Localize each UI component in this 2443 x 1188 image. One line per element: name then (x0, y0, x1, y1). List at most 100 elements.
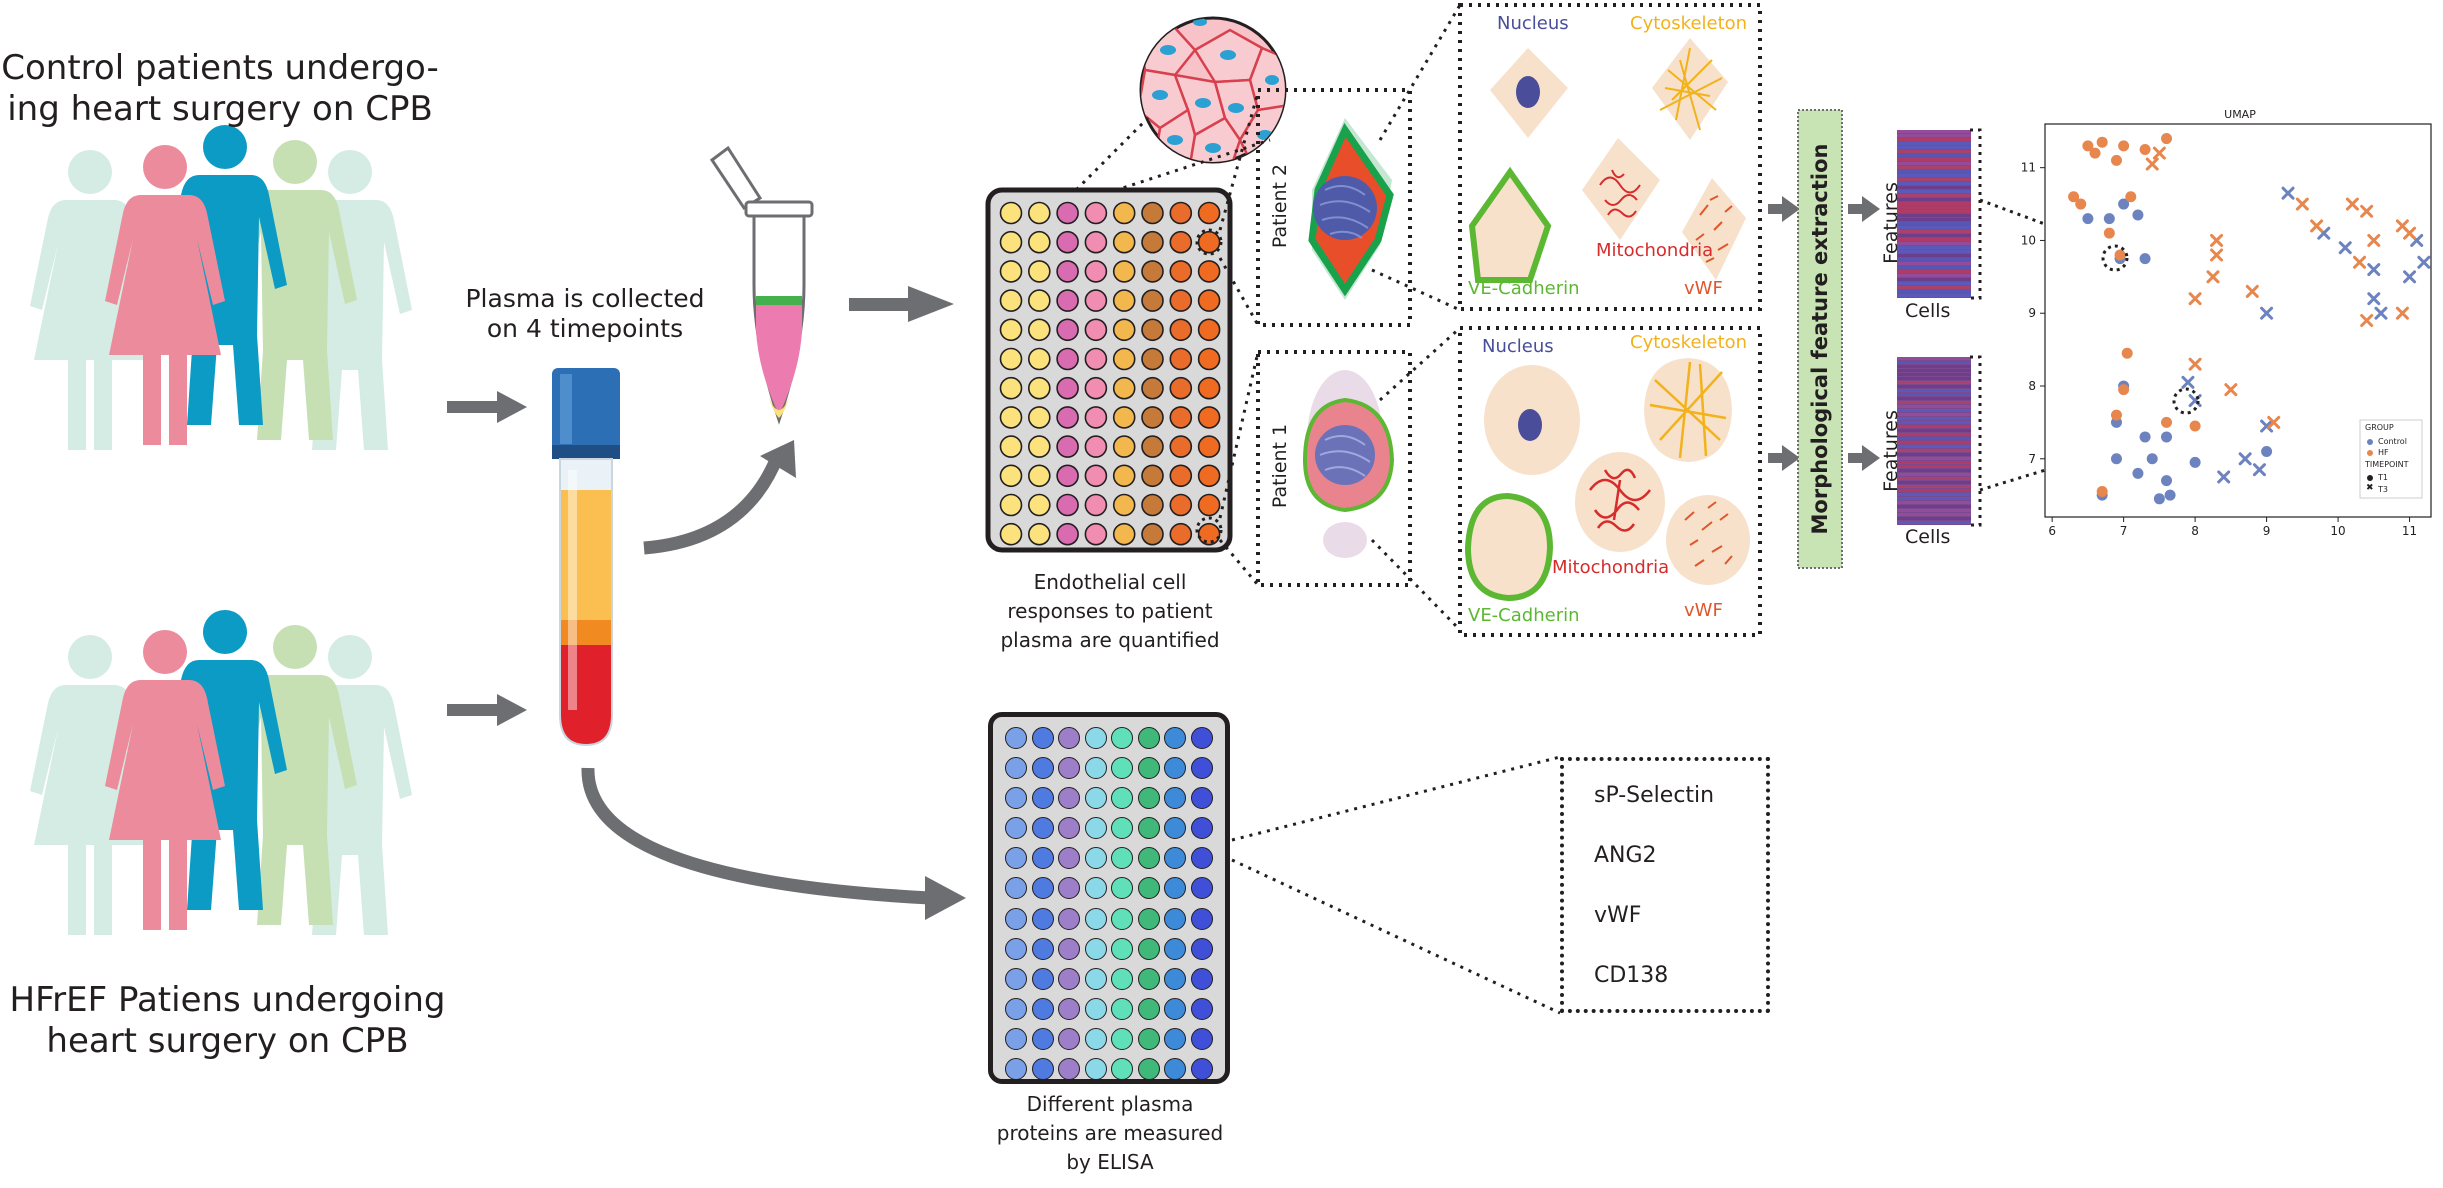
cell-well (1169, 435, 1193, 458)
cell-well (1056, 493, 1079, 517)
legend-t3: T3 (2378, 485, 2388, 494)
zoom-lines-patients (1218, 91, 1260, 586)
matrix-row (1897, 361, 1971, 364)
endothelial-label: Endothelial cell responses to patient pl… (970, 568, 1250, 655)
matrix-row (1897, 138, 1971, 141)
cell-well (1084, 318, 1108, 342)
matrix-row (1897, 254, 1971, 257)
hf-t1-point (2103, 227, 2115, 239)
feature-to-matrix-arrows (1848, 196, 1880, 471)
hf-t3-point (2267, 415, 2281, 429)
control-t3-point (2338, 241, 2352, 255)
hf-t1-point (2118, 384, 2130, 396)
hf-t1-point (2110, 409, 2122, 421)
control-t1-point (2132, 209, 2144, 221)
plasma-line2: on 4 timepoints (486, 314, 684, 343)
elisa-well (1005, 787, 1027, 810)
elisa-well (1111, 937, 1133, 960)
zoom-lines-culture (1068, 116, 1271, 198)
matrix-row (1897, 222, 1971, 225)
matrix-row (1897, 230, 1971, 233)
elisa-well (1137, 1027, 1160, 1050)
matrix-row (1897, 377, 1971, 380)
hf-t1-point (2089, 147, 2101, 159)
hf-t1-point (2096, 486, 2108, 498)
control-t1-point (2164, 489, 2176, 501)
control-t3-point (2260, 419, 2274, 433)
cell-well (999, 406, 1023, 429)
matrix-row (1897, 178, 1971, 181)
elisa-well (1058, 847, 1080, 870)
elisa-well (1058, 1027, 1080, 1050)
people-to-tube-arrows (447, 391, 527, 726)
hf-t3-point (2395, 306, 2409, 320)
matrix-row (1897, 146, 1971, 149)
matrix-row (1897, 485, 1971, 488)
cell-well (1112, 260, 1136, 283)
cell-well (1197, 201, 1221, 225)
matrix-row (1897, 501, 1971, 504)
cell-well (1112, 347, 1136, 371)
hf-t3-point (2360, 204, 2374, 218)
elisa-well (1111, 907, 1133, 930)
elisa-well (1084, 877, 1107, 900)
control-t3-point (2238, 452, 2252, 466)
matrix-row (1897, 385, 1971, 388)
elisa-well (1084, 1027, 1107, 1050)
cell-culture-zoom (1139, 16, 1287, 164)
hf-t1-point (2121, 347, 2133, 359)
elisa-well (1005, 877, 1027, 900)
control-t3-point (2367, 263, 2381, 277)
cell-well (1056, 376, 1079, 400)
matrix-row (1897, 282, 1971, 285)
matrix-row (1897, 493, 1971, 496)
elisa-well (1005, 907, 1027, 930)
elisa-well (1084, 847, 1107, 870)
matrix-row (1897, 246, 1971, 249)
control-t1-point (2118, 198, 2130, 210)
elisa-well (1058, 757, 1080, 780)
cell-well (1141, 435, 1164, 458)
elisa-well (1084, 937, 1107, 960)
cell-well (1112, 230, 1136, 254)
elisa-well (1190, 727, 1213, 749)
x-tick-label: 6 (2048, 524, 2056, 538)
elisa-well (1111, 1058, 1133, 1081)
elisa-well (1137, 1058, 1160, 1081)
cell-well (999, 347, 1023, 371)
elisa-well (1164, 967, 1186, 990)
cell-well (1169, 347, 1193, 371)
cell-well (1028, 464, 1051, 488)
elisa-well (1031, 787, 1054, 810)
matrix-row (1897, 369, 1971, 372)
hf-t3-point (2403, 226, 2417, 240)
matrix-row (1897, 373, 1971, 376)
matrix-row (1897, 445, 1971, 448)
matrix-row (1897, 397, 1971, 400)
elisa-well (1137, 877, 1160, 900)
matrix-row (1897, 429, 1971, 432)
hf-t3-point (2188, 357, 2202, 371)
control-t1-point (2161, 475, 2173, 487)
elisa-well (1164, 787, 1186, 810)
elisa-well (1190, 1058, 1213, 1081)
elisa-well (1164, 1027, 1186, 1050)
elisa-well (1005, 847, 1027, 870)
cell-well (1028, 347, 1051, 371)
matrix-row (1897, 473, 1971, 476)
hf-t3-point (2310, 219, 2324, 233)
cell-well (1197, 435, 1221, 458)
cell-well (1197, 522, 1221, 546)
elisa-well (1190, 847, 1213, 870)
cell-well (1169, 201, 1193, 225)
x-tick-label: 9 (2263, 524, 2271, 538)
hf-t3-point (2152, 146, 2166, 160)
elisa-well (1164, 997, 1186, 1020)
hf-t3-point (2210, 248, 2224, 262)
hf-t1-point (2125, 191, 2137, 203)
hf-t1-point (2118, 140, 2130, 152)
cell-well (1056, 522, 1079, 546)
control-t3-point (2181, 375, 2195, 389)
stain-to-feature-arrows (1768, 196, 1800, 471)
